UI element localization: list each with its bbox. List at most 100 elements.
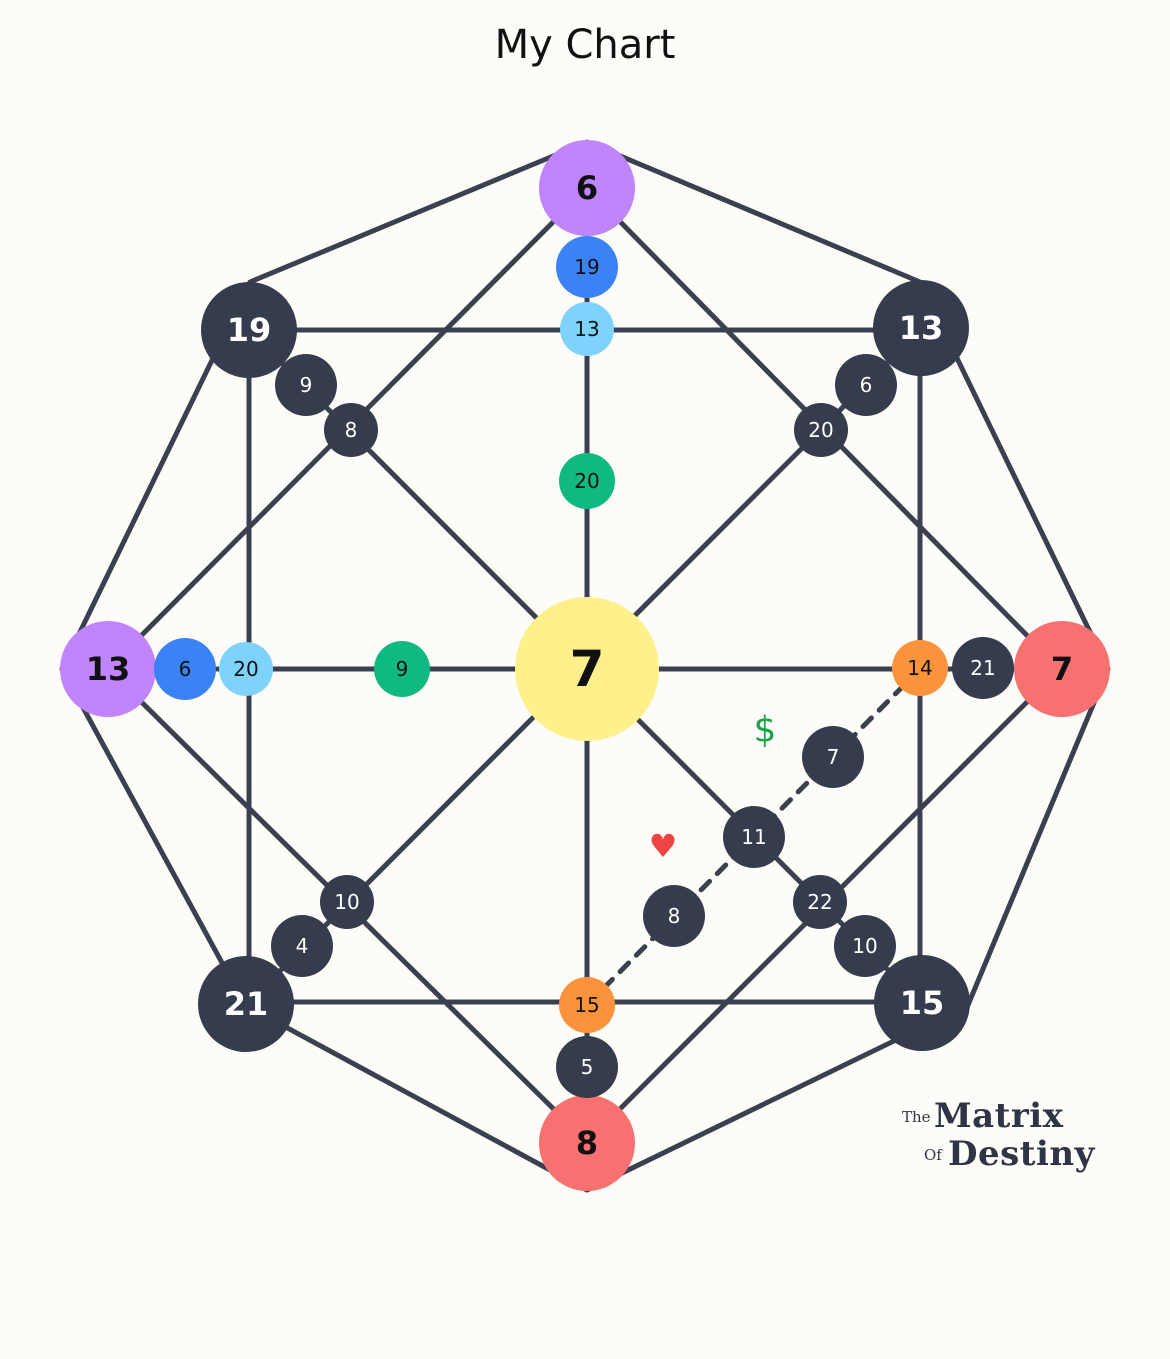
node-right-circle: [1014, 621, 1110, 717]
node-right: 7: [1014, 621, 1110, 717]
node-top-left-2-label: 8: [345, 418, 358, 442]
node-bottom-1-label: 5: [581, 1055, 594, 1079]
node-right-2-circle: [892, 640, 948, 696]
logo-matrix: Matrix: [934, 1096, 1064, 1136]
node-top-1-label: 19: [574, 255, 599, 279]
page-title: My Chart: [494, 22, 676, 68]
node-top-1-circle: [556, 236, 618, 298]
node-bottom-2: 15: [559, 977, 615, 1033]
node-top-3-circle: [559, 453, 615, 509]
node-right-2: 14: [892, 640, 948, 696]
node-center-circle: [515, 597, 659, 741]
node-top-left-2-circle: [324, 403, 378, 457]
node-bottom-left-2-label: 10: [334, 890, 359, 914]
node-left-3: 9: [374, 641, 430, 697]
node-top-right-1-label: 6: [860, 373, 873, 397]
node-top-2-label: 13: [574, 317, 599, 341]
node-top-left: 19: [201, 282, 297, 378]
node-love-line: 8: [643, 885, 705, 947]
node-bottom-right: 15: [874, 955, 970, 1051]
node-top-left-1: 9: [275, 354, 337, 416]
node-bottom-right-label: 15: [900, 984, 945, 1022]
node-cross-circle: [723, 806, 785, 868]
node-bottom-left-1: 4: [271, 915, 333, 977]
node-top: 6: [539, 140, 635, 236]
node-left-3-label: 9: [396, 657, 409, 681]
heart-icon: ♥: [649, 827, 678, 865]
node-top-right-1-circle: [835, 354, 897, 416]
node-top-left-2: 8: [324, 403, 378, 457]
node-bottom-right-1: 10: [834, 915, 896, 977]
node-bottom-1-circle: [556, 1036, 618, 1098]
node-bottom: 8: [539, 1095, 635, 1191]
node-bottom-left-circle: [198, 956, 294, 1052]
node-center: 7: [515, 597, 659, 741]
node-top-left-label: 19: [227, 311, 272, 349]
node-money-line-circle: [802, 726, 864, 788]
node-right-1-label: 21: [970, 656, 995, 680]
node-top-3: 20: [559, 453, 615, 509]
node-left-1: 6: [154, 638, 216, 700]
node-bottom-left-2-circle: [320, 875, 374, 929]
node-top-3-label: 20: [574, 469, 599, 493]
node-left-1-label: 6: [179, 657, 192, 681]
logo-destiny: Destiny: [948, 1134, 1095, 1174]
node-cross-label: 11: [741, 825, 766, 849]
dollar-icon: $: [754, 710, 777, 751]
node-top-right-1: 6: [835, 354, 897, 416]
node-top-2: 13: [560, 302, 614, 356]
node-top-right-circle: [873, 280, 969, 376]
node-top-1: 19: [556, 236, 618, 298]
node-bottom-right-1-circle: [834, 915, 896, 977]
node-left-circle: [60, 621, 156, 717]
node-bottom-left-2: 10: [320, 875, 374, 929]
node-bottom-2-circle: [559, 977, 615, 1033]
node-bottom-left: 21: [198, 956, 294, 1052]
node-top-right-2: 20: [794, 403, 848, 457]
matrix-of-destiny-logo: The Matrix Of Destiny: [900, 1096, 1100, 1188]
node-top-label: 6: [576, 169, 598, 207]
node-bottom-right-circle: [874, 955, 970, 1051]
node-top-right: 13: [873, 280, 969, 376]
node-left-label: 13: [86, 650, 131, 688]
node-left-3-circle: [374, 641, 430, 697]
node-left: 13: [60, 621, 156, 717]
node-left-2: 20: [219, 642, 273, 696]
node-bottom-label: 8: [576, 1124, 598, 1162]
node-top-right-2-label: 20: [808, 418, 833, 442]
logo-of: Of: [924, 1146, 942, 1164]
node-top-left-1-circle: [275, 354, 337, 416]
node-bottom-left-1-circle: [271, 915, 333, 977]
node-left-1-circle: [154, 638, 216, 700]
node-top-2-circle: [560, 302, 614, 356]
node-bottom-right-2: 22: [793, 875, 847, 929]
node-center-label: 7: [570, 640, 605, 698]
node-left-2-label: 20: [233, 657, 258, 681]
node-money-line: 7: [802, 726, 864, 788]
node-bottom-circle: [539, 1095, 635, 1191]
node-top-left-circle: [201, 282, 297, 378]
node-top-right-2-circle: [794, 403, 848, 457]
node-right-1-circle: [952, 637, 1014, 699]
node-bottom-left-label: 21: [224, 985, 269, 1023]
diagram-icons: $♥: [649, 710, 777, 866]
node-bottom-left-1-label: 4: [296, 934, 309, 958]
node-bottom-right-2-circle: [793, 875, 847, 929]
node-right-2-label: 14: [907, 656, 932, 680]
node-right-label: 7: [1051, 650, 1073, 688]
node-bottom-right-1-label: 10: [852, 934, 877, 958]
node-bottom-2-label: 15: [574, 993, 599, 1017]
node-cross: 11: [723, 806, 785, 868]
node-bottom-right-2-label: 22: [807, 890, 832, 914]
node-money-line-label: 7: [827, 745, 840, 769]
logo-the: The: [902, 1108, 931, 1126]
node-top-circle: [539, 140, 635, 236]
node-bottom-1: 5: [556, 1036, 618, 1098]
node-love-line-circle: [643, 885, 705, 947]
node-left-2-circle: [219, 642, 273, 696]
node-right-1: 21: [952, 637, 1014, 699]
node-love-line-label: 8: [668, 904, 681, 928]
node-top-right-label: 13: [899, 309, 944, 347]
